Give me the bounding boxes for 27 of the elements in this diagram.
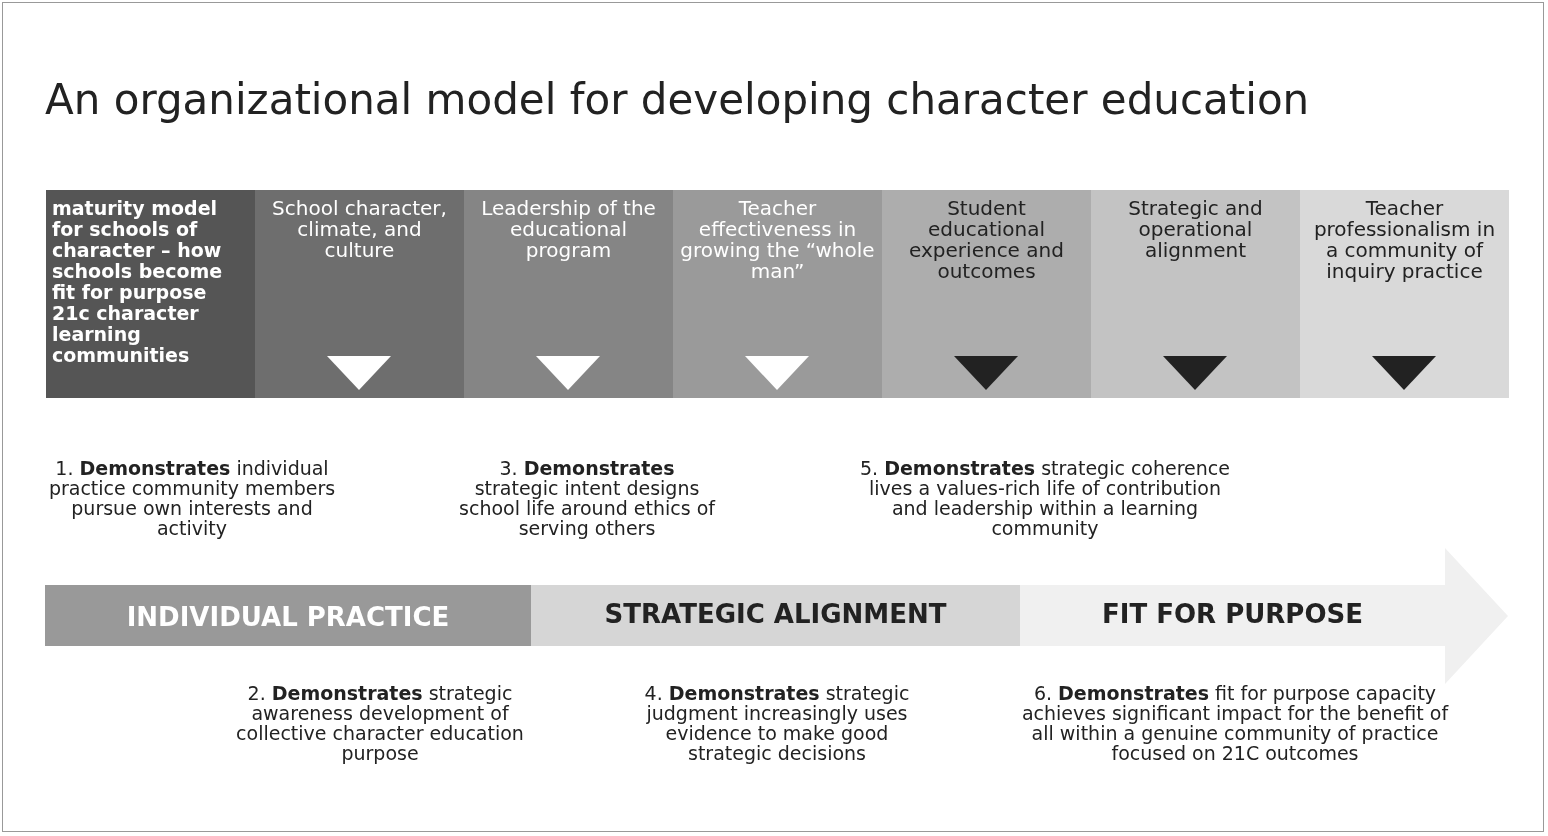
stage-description: 1. Demonstrates individual practice community members pursue own interests and activity <box>47 458 337 538</box>
phase-segment <box>1020 548 1508 684</box>
model-description: maturity model for schools of character – how schools become fit for purpose 21c character learning communities <box>52 198 224 366</box>
category-label: Teacher effectiveness in growing the “whole man” <box>679 198 876 282</box>
category-box <box>1091 190 1300 398</box>
category-label: Strategic and operational alignment <box>1127 198 1264 261</box>
phase-label: INDIVIDUAL PRACTICE <box>125 602 451 632</box>
category-box <box>46 190 255 398</box>
diagram-title: An organizational model for developing character education <box>45 75 1310 124</box>
phase-segment <box>45 585 531 646</box>
category-label: Student educational experience and outcomes <box>908 198 1065 282</box>
phase-segment <box>531 585 1020 646</box>
category-label: School character, climate, and culture <box>271 198 448 261</box>
stage-description: 2. Demonstrates strategic awareness development of collective character education purpose <box>235 683 525 763</box>
phase-label: FIT FOR PURPOSE <box>1101 599 1364 629</box>
category-box <box>464 190 673 398</box>
category-box <box>1300 190 1509 398</box>
category-box <box>255 190 464 398</box>
stage-description: 4. Demonstrates strategic judgment increasingly uses evidence to make good strategic decisions <box>643 683 911 763</box>
stage-description: 5. Demonstrates strategic coherence lives a values-rich life of contribution and leadership within a learning community <box>859 458 1231 538</box>
category-box <box>673 190 882 398</box>
stage-description: 6. Demonstrates fit for purpose capacity achieves significant impact for the benefit of all within a genuine community of practice focused on 21C outcomes <box>1020 683 1450 763</box>
category-label: Teacher professionalism in a community of inquiry practice <box>1312 198 1497 282</box>
category-label: Leadership of the educational program <box>480 198 657 261</box>
category-box <box>882 190 1091 398</box>
stage-description: 3. Demonstrates strategic intent designs school life around ethics of serving others <box>458 458 717 538</box>
phase-label: STRATEGIC ALIGNMENT <box>603 599 948 629</box>
